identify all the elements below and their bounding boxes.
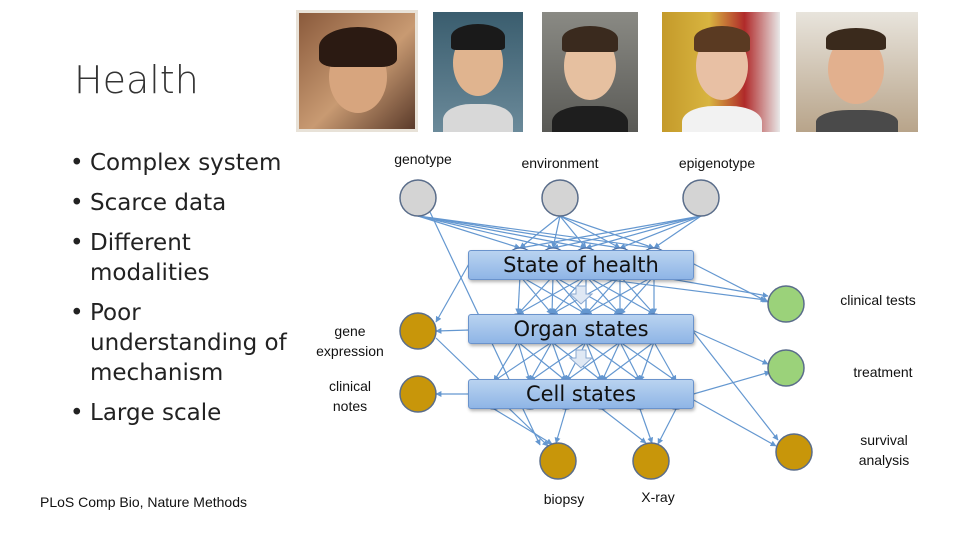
person-photo xyxy=(433,12,523,132)
edge xyxy=(689,397,777,447)
edge xyxy=(585,341,641,382)
biopsy-node xyxy=(539,442,577,480)
clinical-notes-label: clinical notes xyxy=(328,378,371,414)
person-photo xyxy=(796,12,918,132)
xray-label: X-ray xyxy=(641,489,675,505)
bullet-item: Different modalities xyxy=(70,228,300,288)
edge xyxy=(435,327,471,334)
state-of-health-box: State of health xyxy=(468,250,694,280)
edge xyxy=(653,215,702,249)
down-arrow-icon xyxy=(568,285,594,305)
edge xyxy=(554,408,567,444)
edge xyxy=(585,215,702,250)
edge xyxy=(529,341,587,382)
edge xyxy=(689,370,771,396)
treatment-node xyxy=(767,349,805,387)
edge xyxy=(493,408,553,445)
edge xyxy=(601,341,621,382)
edge xyxy=(691,329,779,441)
clinical-notes-node xyxy=(399,375,437,413)
citation: PLoS Comp Bio, Nature Methods xyxy=(40,494,247,510)
edge xyxy=(559,215,587,249)
edge xyxy=(559,215,655,250)
edge xyxy=(653,341,677,382)
clinical-tests-label: clinical tests xyxy=(840,292,916,308)
cell-states-box: Cell states xyxy=(468,379,694,409)
epigenotype-label: epigenotype xyxy=(678,155,756,171)
edge xyxy=(515,275,522,315)
edge xyxy=(435,261,471,323)
edge xyxy=(639,341,655,382)
survival-analysis-node xyxy=(775,433,813,471)
slide-title: Health xyxy=(74,58,199,102)
edge xyxy=(601,341,655,382)
epigenotype-node xyxy=(682,179,720,217)
bullet-item: Scarce data xyxy=(70,188,300,218)
down-arrow-icon xyxy=(568,349,594,369)
gene-expression-label: gene expression xyxy=(316,323,384,359)
edge xyxy=(493,341,553,382)
edge xyxy=(517,275,587,315)
edge xyxy=(493,341,519,382)
edge xyxy=(417,215,587,250)
person-photo xyxy=(542,12,638,132)
edge xyxy=(517,275,554,315)
edge xyxy=(619,275,655,315)
edge xyxy=(691,329,769,365)
genotype-node xyxy=(399,179,437,217)
edge-group xyxy=(417,211,779,447)
edge xyxy=(565,341,621,382)
treatment-label: treatment xyxy=(853,364,913,380)
genotype-label: genotype xyxy=(394,151,452,167)
bullet-list: Complex system Scarce data Different mod… xyxy=(70,148,300,438)
edge xyxy=(552,215,702,250)
edge xyxy=(585,275,621,315)
edge xyxy=(601,408,647,444)
edge xyxy=(619,215,702,249)
edge xyxy=(519,215,561,249)
bullet-item: Large scale xyxy=(70,398,300,428)
person-photo xyxy=(296,10,418,132)
edge xyxy=(585,275,655,315)
edge xyxy=(551,275,587,315)
organ-states-box: Organ states xyxy=(468,314,694,344)
edge xyxy=(619,341,677,382)
edge xyxy=(529,341,553,382)
bullet-item: Poor understanding of mechanism xyxy=(70,298,300,388)
edge xyxy=(689,261,769,303)
biopsy-label: biopsy xyxy=(543,491,585,507)
edge xyxy=(657,408,677,445)
edge xyxy=(619,341,641,382)
gene-expression-node xyxy=(399,312,437,350)
edge xyxy=(417,215,554,250)
edge xyxy=(559,215,621,249)
bullet-item: Complex system xyxy=(70,148,300,178)
edge xyxy=(517,341,567,382)
environment-node xyxy=(541,179,579,217)
environment-label: environment xyxy=(521,155,599,171)
edge xyxy=(551,215,561,249)
xray-node xyxy=(632,442,670,480)
survival-analysis-label: survival analysis xyxy=(858,432,910,468)
edge xyxy=(519,215,702,251)
person-photo xyxy=(662,12,780,132)
clinical-tests-node xyxy=(767,285,805,323)
edge xyxy=(417,215,655,251)
edge xyxy=(639,408,654,444)
